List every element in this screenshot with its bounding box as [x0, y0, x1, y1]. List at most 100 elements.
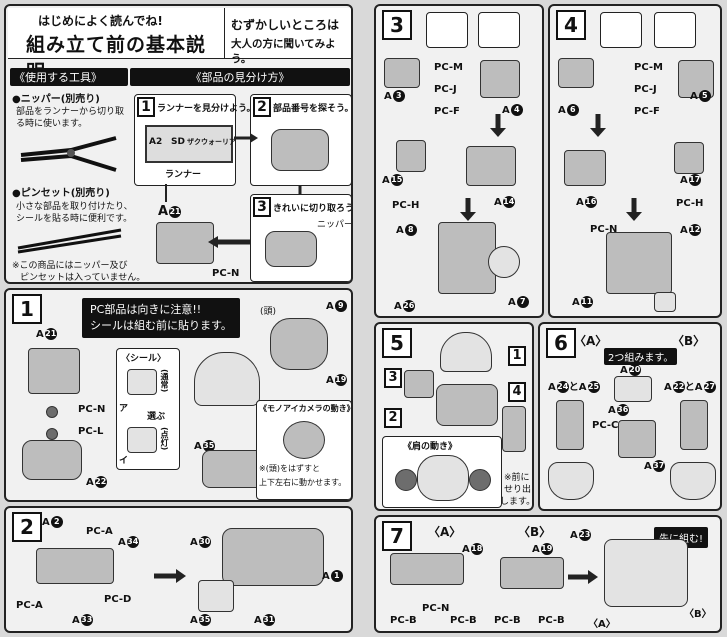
- s2-ref-a30: A30: [190, 536, 211, 548]
- pc-warn1: PC部品は向きに注意!!: [90, 303, 202, 316]
- tweezers-desc1: 小さな部品を取り付けたり、: [16, 202, 133, 212]
- s7-pcb-3: PC-B: [494, 615, 521, 626]
- runner-tag2: SD: [171, 137, 185, 147]
- s5-note2: せり出: [504, 485, 532, 495]
- s6-ref-a37: A37: [644, 460, 665, 472]
- monoeye-figure: [283, 421, 325, 459]
- intro-arrows: [165, 133, 302, 248]
- s7-ref-a18: A18: [462, 543, 483, 555]
- step4-number: 4: [556, 10, 586, 40]
- s6-ref-a36: A36: [608, 404, 629, 416]
- s4-ankle-left: [564, 150, 606, 186]
- intro-ref-a21: A21: [158, 204, 182, 219]
- s6-right-arm: [680, 400, 708, 450]
- s7-label-a: 〈A〉: [428, 525, 462, 539]
- monoeye-note1: ※(頭)をはずすと: [259, 464, 320, 473]
- s6-center-body: [618, 420, 656, 458]
- step5-number: 5: [382, 328, 412, 358]
- s2-cover-part: [198, 580, 234, 612]
- s5-head: [440, 332, 492, 372]
- s4-ankle-right: [674, 142, 704, 174]
- s4-pcm: PC-M: [634, 62, 663, 73]
- s3-detail2: [478, 12, 520, 48]
- s4-leg-assembly: [606, 232, 672, 294]
- shoulder-torso-front: [417, 455, 469, 501]
- step5-panel: 5 1 3 4 2 《肩の動き》 ※前に せり出 します。: [374, 322, 534, 511]
- hint-line2: 大人の方に聞いてみよう。: [231, 38, 336, 65]
- s6-label-b: 〈B〉: [672, 334, 706, 348]
- s2-ref-a34: A34: [118, 536, 139, 548]
- s7-pcb-1: PC-B: [390, 615, 417, 626]
- s1-ref-a35: A35: [194, 440, 215, 452]
- s1-pcl-piece: [46, 428, 58, 440]
- s2-ref-a31: A31: [254, 614, 275, 626]
- s6-label-a: 〈A〉: [574, 334, 608, 348]
- pc-warn2: シールは組む前に貼ります。: [90, 319, 232, 332]
- s2-left-part: [36, 548, 114, 584]
- note2: ピンセットは入っていません。: [20, 273, 146, 283]
- s7-ref-a23: A23: [570, 529, 591, 541]
- s1-head-shell: [194, 352, 260, 406]
- step1-number: 1: [12, 294, 42, 324]
- runner-name: ザクウォーリア: [187, 138, 236, 146]
- sub2-num: 2: [253, 97, 271, 117]
- s4-pcf: PC-F: [634, 106, 660, 117]
- s3-ankle-left: [396, 140, 426, 172]
- cut-part-sketch: [265, 231, 317, 267]
- s7-frame: [604, 539, 688, 607]
- nipper-desc1: 部品をランナーから切り取: [16, 107, 125, 117]
- s4-leg-top: [558, 58, 594, 88]
- s3-arrow1: [490, 114, 506, 137]
- s3-pcm: PC-M: [434, 62, 463, 73]
- intro-assembled-part: [156, 222, 214, 264]
- s4-pch: PC-H: [676, 198, 704, 209]
- runner-part-sketch: [271, 129, 329, 171]
- s4-arrow2: [626, 198, 642, 221]
- s5-label-2: 2: [384, 408, 402, 428]
- sub1-label: ランナーを見分けよう。: [157, 104, 256, 114]
- s4-foot: [654, 292, 676, 312]
- step3-number: 3: [382, 10, 412, 40]
- s1-pcl: PC-L: [78, 426, 104, 437]
- runner-box: 1 ランナーを見分けよう。 A2 SD ザクウォーリア ランナー: [134, 94, 255, 186]
- s7-mid-part: [500, 557, 564, 589]
- sub3-num: 3: [253, 197, 271, 217]
- monoeye-box: 《モノアイカメラの動き》 ※(頭)をはずすと 上下左右に動かせます。: [256, 400, 351, 500]
- s4-ref-a11: A11: [572, 296, 593, 308]
- step6-number: 6: [546, 328, 576, 358]
- s4-ref-a16: A16: [576, 196, 597, 208]
- s3-ankle-center: [466, 146, 516, 186]
- runner-tag: A2: [149, 137, 163, 147]
- intro-panel: はじめによく読んでね! 組み立て前の基本説明 むずかしいところは 大人の方に聞い…: [4, 4, 353, 284]
- s1-pcn: PC-N: [78, 404, 106, 415]
- parts-heading: 《部品の見分け方》: [130, 68, 350, 86]
- seal-normal-label: (通常): [160, 369, 169, 393]
- s5-note3: します。: [500, 497, 534, 507]
- s2-pca-bottom: PC-A: [16, 600, 43, 611]
- seal-choose: 選ぶ: [147, 412, 166, 422]
- intro-title-small: はじめによく読んでね!: [38, 14, 163, 28]
- s4-ref-a12: A12: [680, 224, 701, 236]
- tweezers-desc2: シールを貼る時に便利です。: [16, 214, 133, 224]
- s5-label-4: 4: [508, 382, 526, 402]
- s3-pcj: PC-J: [434, 84, 457, 95]
- s2-arrow: [154, 569, 186, 583]
- seal-a-mark: ア: [119, 404, 129, 414]
- seal-i-mark: イ: [119, 456, 129, 466]
- s2-ref-a35: A35: [190, 614, 211, 626]
- s7-ref-a19: A19: [532, 543, 553, 555]
- seal-lit-label: (点灯): [160, 427, 169, 451]
- seal-box: 〈シール〉 (通常) ア 選ぶ (点灯) イ: [116, 348, 180, 470]
- s5-arm-right: [502, 406, 526, 452]
- s4-detail1: [600, 12, 642, 48]
- s5-note1: ※前に: [504, 473, 530, 483]
- s4-pcj: PC-J: [634, 84, 657, 95]
